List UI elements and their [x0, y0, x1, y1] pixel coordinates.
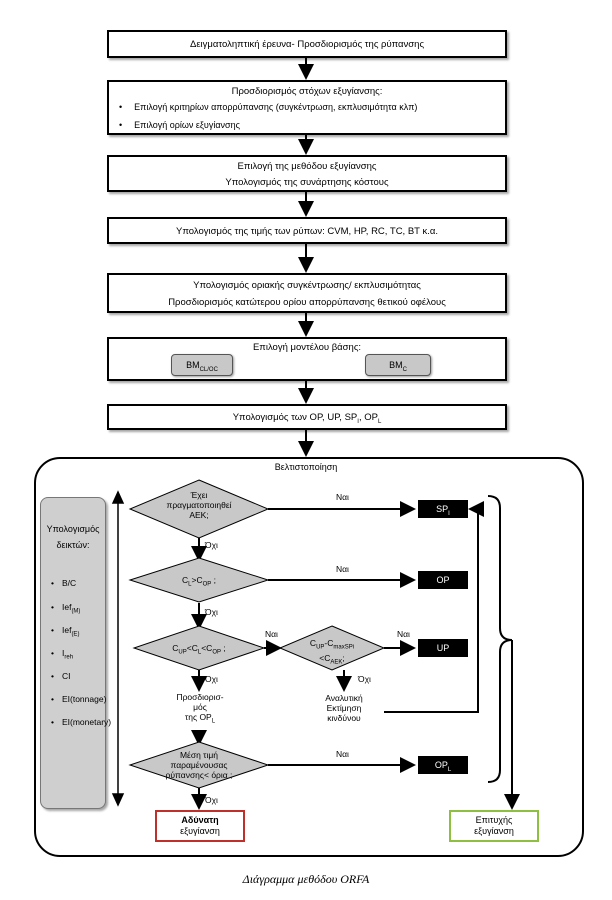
label-yes-2: Ναι — [336, 564, 349, 574]
index-item-ief-e: Ief(E) — [51, 625, 79, 638]
label-no-4: Όχι — [358, 674, 371, 684]
step-targets-bullet-2: Επιλογή ορίων εξυγίανσης — [119, 120, 240, 130]
index-item-ireh: Ireh — [51, 648, 73, 661]
decision-mean-residual: Μέση τιμή παραμένουσας ρύπανσης< όρια ; — [150, 750, 248, 780]
decision-cup-cl-cop: CUP<CL<COP ; — [172, 643, 226, 656]
bm-cloc-text: BM — [186, 360, 200, 370]
bm-c-sub: C — [402, 366, 407, 373]
indices-panel: Υπολογισμός δεικτών: B/C Ief(M) Ief(E) I… — [40, 497, 111, 809]
label-no-5: Όχι — [205, 795, 218, 805]
step-threshold-line-2: Προσδιορισμός κατώτερου ορίου απορρύπανσ… — [168, 297, 446, 308]
decision-aek-line-1: Έχει — [190, 490, 208, 500]
calc-op-sep: , OP — [358, 412, 378, 423]
step-calc-op: Υπολογισμός των OP, UP, SPI, OPL — [107, 404, 507, 430]
label-no-2: Όχι — [205, 607, 218, 617]
process-determine-opl: Προσδιορισ- μός της OPL — [176, 692, 224, 725]
step-pollutant-value: Υπολογισμός της τιμής των ρύπων: CVM, HP… — [107, 217, 507, 244]
step-targets: Προσδιορισμός στόχων εξυγίανσης: Επιλογή… — [107, 80, 507, 135]
bm-c-text: BM — [389, 360, 403, 370]
end-success-line-1: Επιτυχής — [475, 815, 513, 825]
base-model-bm-c: BMC — [365, 354, 431, 376]
step-sampling-text: Δειγματοληπτική έρευνα- Προσδιορισμός τη… — [189, 39, 425, 50]
step-threshold: Υπολογισμός οριακής συγκέντρωσης/ εκπλυσ… — [107, 273, 507, 313]
index-item-bc: B/C — [51, 578, 76, 591]
index-item-ci: CI — [51, 671, 71, 684]
result-up: UP — [418, 639, 468, 657]
step-pollutant-value-text: Υπολογισμός της τιμής των ρύπων: CVM, HP… — [176, 226, 438, 237]
result-op: OP — [418, 571, 468, 589]
label-yes-4: Ναι — [397, 629, 410, 639]
index-item-ei-monetary: EI(monetary) — [51, 717, 111, 730]
decision-aek-line-3: ΑΕΚ; — [189, 510, 209, 520]
step-method-line-1: Επιλογή της μεθόδου εξυγίανσης — [237, 161, 377, 172]
index-item-ief-m: Ief(M) — [51, 602, 80, 615]
end-success-line-2: εξυγίανση — [474, 826, 514, 836]
decision-mean-line-1: Μέση τιμή — [179, 750, 219, 760]
end-failure-line-2: εξυγίανση — [180, 826, 220, 836]
process-risk-assessment: Αναλυτική Εκτίμηση κινδύνου — [325, 693, 363, 723]
step-threshold-line-1: Υπολογισμός οριακής συγκέντρωσης/ εκπλυσ… — [193, 280, 421, 291]
end-failure: Αδύνατη εξυγίανση — [155, 810, 245, 842]
calc-op-sub1: I — [357, 418, 359, 425]
label-yes-3: Ναι — [265, 629, 278, 639]
label-yes-5: Ναι — [336, 749, 349, 759]
indices-title-2: δεικτών: — [56, 540, 90, 550]
index-item-ei-tonnage: EI(tonnage) — [51, 694, 106, 707]
decision-aek-done: Έχει πραγματοποιηθεί ΑΕΚ; — [150, 490, 248, 520]
decision-cup-cmax-caek: CUP-CmaxSPi <CAEK; — [309, 638, 355, 666]
step-targets-title: Προσδιορισμός στόχων εξυγίανσης: — [231, 86, 383, 97]
end-success: Επιτυχής εξυγίανση — [449, 810, 539, 842]
step-base-model: Επιλογή μοντέλου βάσης: BMCL/OC BMC — [107, 337, 507, 381]
decision-cl-gt-cop: CL>COP ; — [182, 575, 216, 588]
base-model-bm-cloc: BMCL/OC — [171, 354, 233, 376]
result-opl: OPL — [418, 756, 468, 774]
bm-cloc-sub: CL/OC — [199, 366, 218, 373]
indices-title-1: Υπολογισμός — [46, 524, 100, 534]
step-targets-bullet-1: Επιλογή κριτηρίων απορρύπανσης (συγκέντρ… — [119, 102, 417, 112]
result-spi: SPI — [418, 500, 468, 518]
decision-mean-line-2: παραμένουσας — [170, 760, 228, 770]
calc-op-sub2: L — [377, 418, 382, 425]
optimization-title: Βελτιστοποίηση — [274, 462, 338, 472]
label-no-3: Όχι — [205, 674, 218, 684]
optimization-panel — [34, 457, 584, 857]
figure-caption: Διάγραμμα μεθόδου ORFA — [242, 872, 370, 886]
calc-op-text: Υπολογισμός των OP, UP, SP — [232, 412, 358, 423]
label-yes-1: Ναι — [336, 492, 349, 502]
decision-aek-line-2: πραγματοποιηθεί — [166, 500, 232, 510]
step-base-model-title: Επιλογή μοντέλου βάσης: — [252, 342, 362, 353]
end-failure-line-1: Αδύνατη — [181, 815, 219, 825]
label-no-1: Όχι — [205, 540, 218, 550]
step-sampling: Δειγματοληπτική έρευνα- Προσδιορισμός τη… — [107, 30, 507, 58]
step-method: Επιλογή της μεθόδου εξυγίανσης Υπολογισμ… — [107, 155, 507, 192]
decision-mean-line-3: ρύπανσης< όρια ; — [165, 770, 233, 780]
step-method-line-2: Υπολογισμός της συνάρτησης κόστους — [225, 177, 389, 188]
